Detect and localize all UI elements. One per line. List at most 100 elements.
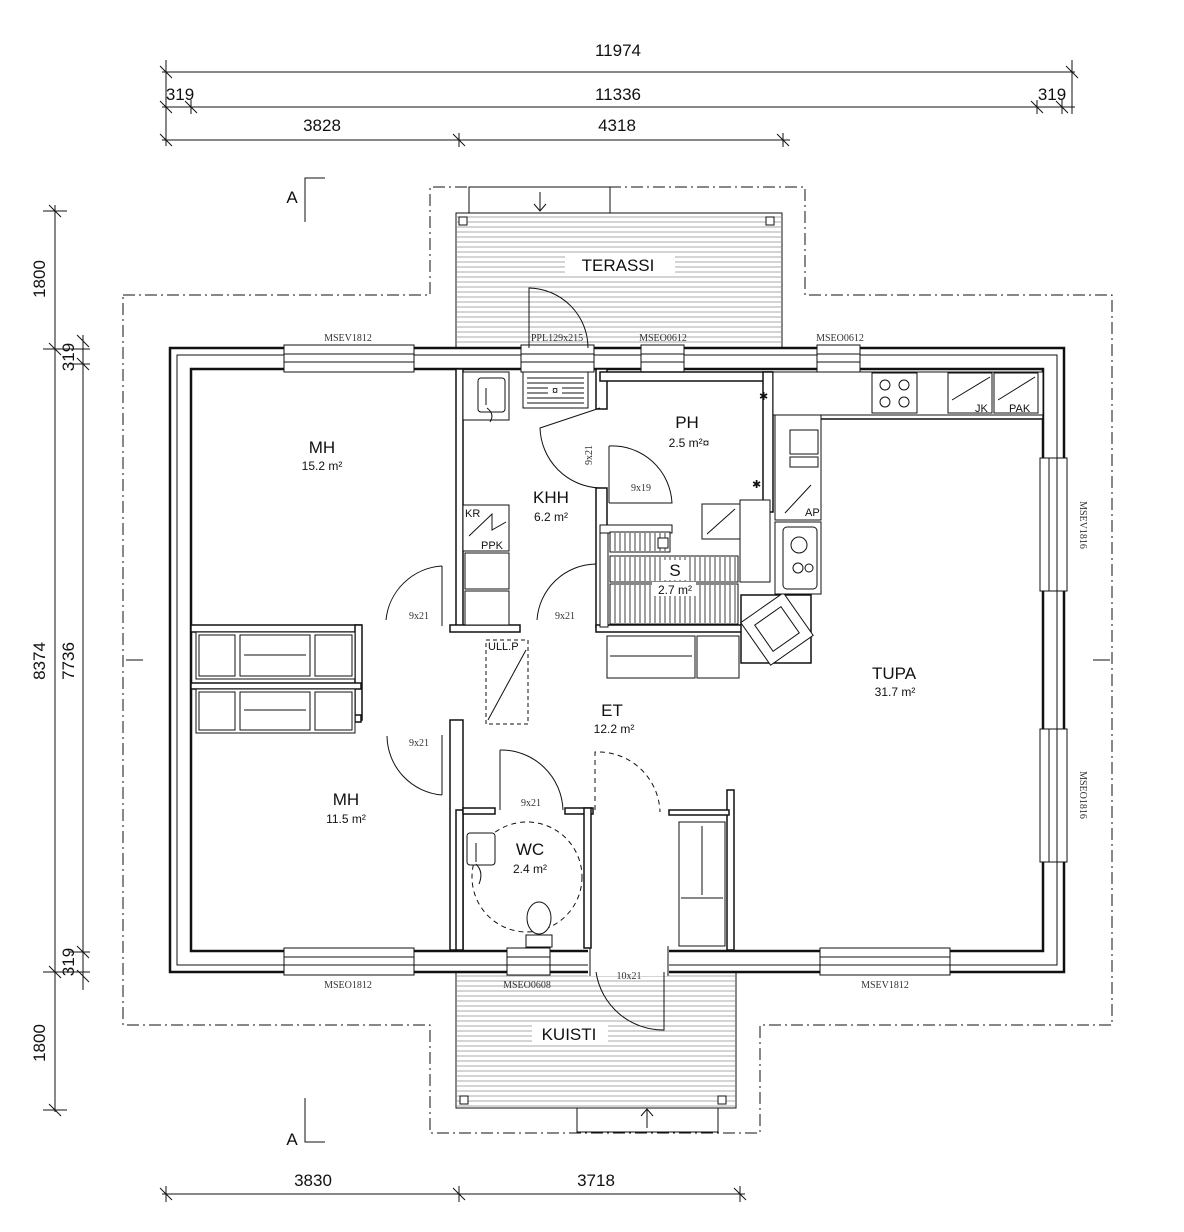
- dim-top-edge-left: 319: [166, 85, 194, 104]
- cooktop-icon: [871, 372, 918, 414]
- entry-closet: [678, 821, 726, 947]
- dim-top-left-part: 3828: [303, 116, 341, 135]
- wc-sink-icon: [466, 832, 496, 866]
- wardrobes-mh1: [195, 631, 356, 680]
- door-mh2-size: 9x21: [409, 738, 429, 749]
- porch-label: KUISTI: [542, 1025, 597, 1044]
- door-entry-size: 10x21: [617, 971, 642, 982]
- dim-left-inner: 7736: [59, 642, 78, 680]
- section-mark-top-label: A: [286, 188, 298, 207]
- porch-deck: KUISTI: [455, 971, 737, 1133]
- section-mark-bottom: A: [286, 1098, 325, 1149]
- dimension-lines: [43, 60, 1079, 1202]
- drying-cabinet-symbol: ¤: [552, 385, 558, 397]
- door-ph-size: 9x19: [631, 483, 651, 494]
- room-mh1-area: 15.2 m²: [302, 459, 343, 473]
- fixture-pak-label: PAK: [1009, 403, 1031, 415]
- toilet-icon: [525, 901, 553, 948]
- dim-left-edge-top: 319: [59, 343, 78, 371]
- khh-fixtures: KR PPK ¤ ULL.P: [462, 371, 589, 725]
- window-right-1: MSEV1816: [1039, 457, 1088, 592]
- room-wc-name: WC: [516, 840, 544, 859]
- dim-left-top-1800: 1800: [30, 260, 49, 298]
- window-bottom-left-code: MSEO1812: [324, 980, 372, 991]
- fixture-kr-label: KR: [465, 508, 480, 520]
- porch-post: [717, 1095, 727, 1105]
- sauna-stove-icon: [657, 537, 669, 549]
- dim-left-total: 8374: [30, 642, 49, 680]
- fireplace-icon: [740, 592, 814, 666]
- window-top-door: PPL129x215: [520, 333, 595, 373]
- kitchen-sink-icon: [789, 429, 819, 455]
- entry-door-opening: [588, 946, 669, 976]
- window-bottom-right: MSEV1812: [819, 947, 951, 991]
- dim-bottom-right-part: 3718: [577, 1171, 615, 1190]
- room-ph-area: 2.5 m²¤: [669, 436, 710, 450]
- room-tupa-name: TUPA: [872, 664, 917, 683]
- dim-left-edge-bottom: 319: [59, 948, 78, 976]
- wc-fixtures: [466, 821, 583, 948]
- window-top-mid-code: MSEO0612: [639, 333, 687, 344]
- electric-outlet-icon: ✱: [759, 391, 768, 403]
- room-s-name: S: [669, 561, 680, 580]
- door-wc-size: 9x21: [521, 798, 541, 809]
- door-khh-size: 9x21: [555, 611, 575, 622]
- dim-bottom-left-part: 3830: [294, 1171, 332, 1190]
- room-mh2-name: MH: [333, 790, 359, 809]
- roof-outline: [122, 186, 1113, 1134]
- terrace-post: [765, 216, 775, 226]
- window-top-left-code: MSEV1812: [324, 333, 372, 344]
- room-khh-area: 6.2 m²: [534, 510, 568, 524]
- dim-top-total: 11974: [595, 41, 641, 60]
- door-labels: 9x21 9x19 9x21 9x21 9x21 9x21 10x21: [409, 445, 651, 982]
- room-et-name: ET: [601, 701, 623, 720]
- door-khh-top-size: 9x21: [584, 445, 595, 465]
- window-bottom-left: MSEO1812: [283, 947, 415, 991]
- fixture-ppk-label: PPK: [481, 540, 504, 552]
- fixture-ap-label: AP: [805, 507, 820, 519]
- porch-post: [459, 1095, 469, 1105]
- room-mh2-area: 11.5 m²: [326, 812, 366, 826]
- dim-left-bottom-1800: 1800: [30, 1024, 49, 1062]
- section-mark-bottom-label: A: [286, 1130, 298, 1149]
- room-wc-area: 2.4 m²: [513, 862, 547, 876]
- wc-turning-circle: [471, 821, 583, 933]
- kitchen: JK PAK AP: [772, 371, 1044, 595]
- terrace-post: [458, 216, 468, 226]
- terrace-deck: TERASSI: [455, 186, 783, 349]
- dim-top-edge-right: 319: [1038, 85, 1066, 104]
- window-top-left: MSEV1812: [283, 333, 415, 373]
- window-top-right-code: MSEO0612: [816, 333, 864, 344]
- cabinet-kr-ppk: [462, 504, 510, 552]
- room-s-area: 2.7 m²: [658, 583, 692, 597]
- window-bottom-mid-code: MSEO0608: [503, 980, 551, 991]
- room-et-area: 12.2 m²: [594, 722, 635, 736]
- utility-sink-icon: [477, 377, 506, 413]
- room-tupa-area: 31.7 m²: [875, 685, 916, 699]
- windows: MSEV1812 PPL129x215 MSEO0612 MSEO0612 MS…: [283, 333, 1088, 991]
- window-top-right: MSEO0612: [816, 333, 864, 373]
- wardrobes-mh2: [195, 688, 356, 734]
- electric-outlet-icon: ✱: [752, 479, 761, 491]
- window-top-mid: MSEO0612: [639, 333, 687, 373]
- window-right-2: MSEO1816: [1039, 728, 1088, 863]
- section-mark-top: A: [286, 177, 325, 222]
- room-labels: MH 15.2 m² MH 11.5 m² KHH 6.2 m² PH 2.5 …: [302, 413, 917, 876]
- window-bottom-mid: MSEO0608: [503, 947, 551, 991]
- fixture-ull-p-label: ULL.P: [488, 641, 519, 653]
- doors: [385, 287, 673, 1031]
- door-mh1-size: 9x21: [409, 611, 429, 622]
- dim-top-right-part: 4318: [598, 116, 636, 135]
- room-mh1-name: MH: [309, 438, 335, 457]
- window-right-1-code: MSEV1816: [1077, 501, 1088, 549]
- window-top-door-code: PPL129x215: [531, 333, 583, 344]
- window-right-2-code: MSEO1816: [1077, 771, 1088, 819]
- dimension-labels: 11974 319 11336 319 3828 4318 1800 319 8…: [30, 41, 1066, 1190]
- dim-top-inner: 11336: [595, 85, 641, 104]
- room-khh-name: KHH: [533, 488, 569, 507]
- window-bottom-right-code: MSEV1812: [861, 980, 909, 991]
- fixture-jk-label: JK: [975, 403, 989, 415]
- room-ph-name: PH: [675, 413, 699, 432]
- bathroom-sauna: ✱ ✱: [599, 391, 814, 679]
